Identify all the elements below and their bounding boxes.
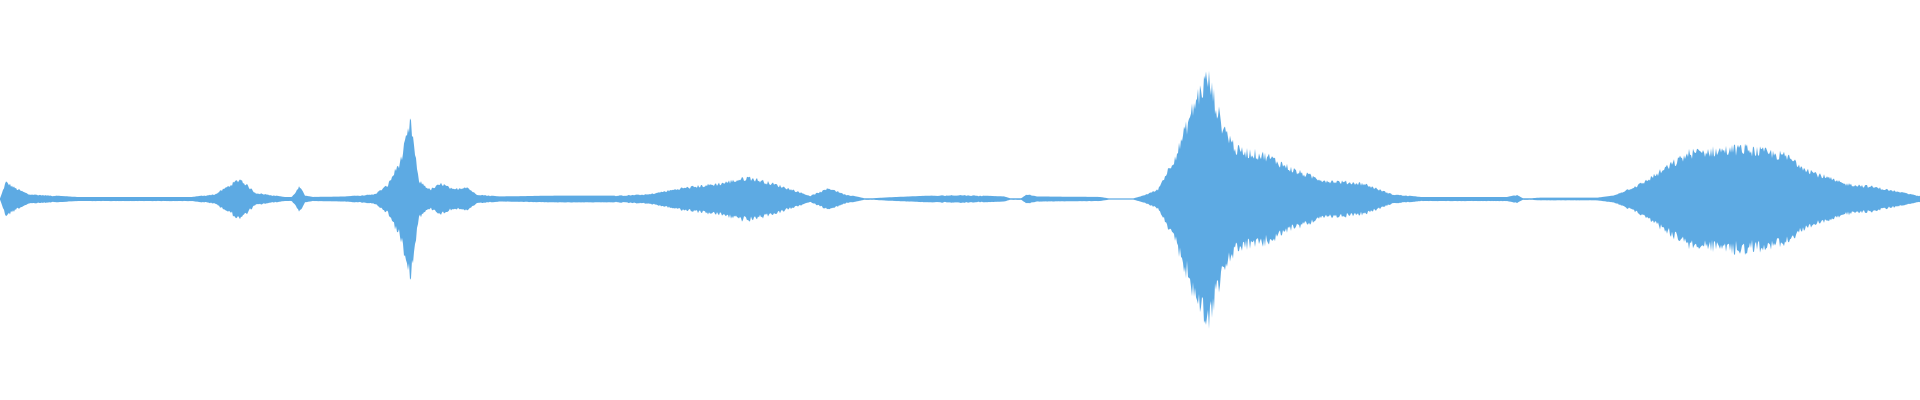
waveform-shape (0, 70, 1920, 329)
